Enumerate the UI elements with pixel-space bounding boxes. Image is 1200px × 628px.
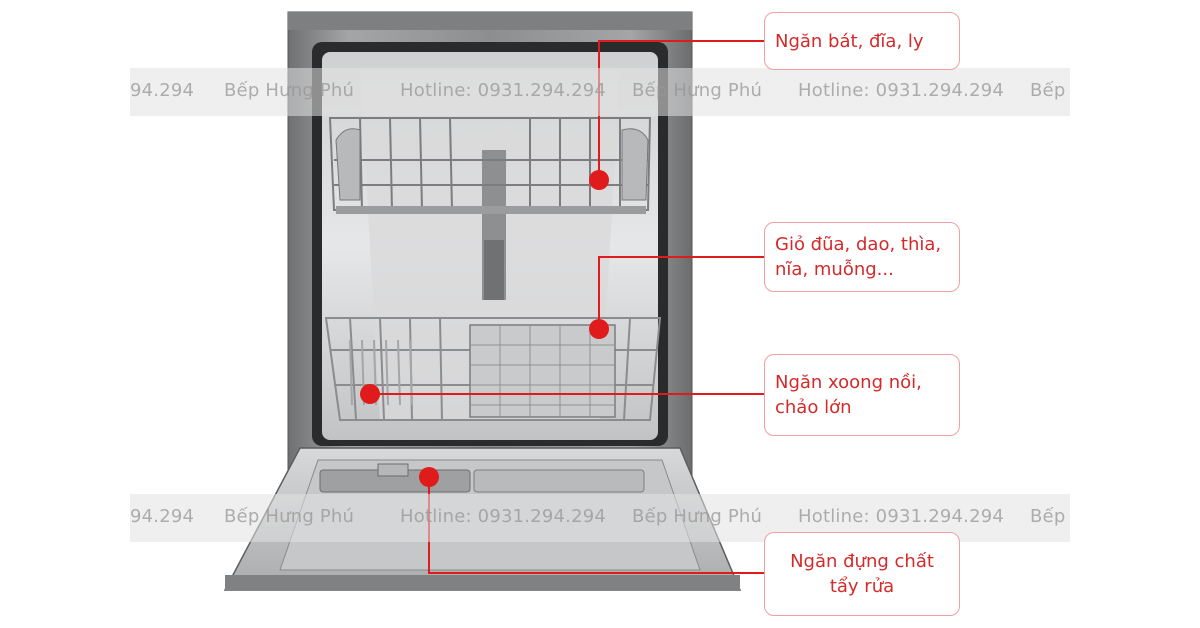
callout-upper-rack-line1: Ngăn bát, đĩa, ly [775, 30, 924, 52]
marker-lower-rack [360, 384, 380, 404]
watermark-brand: Bếp Hưng Phú [632, 80, 763, 101]
upper-rack [328, 117, 652, 211]
watermark-band-top: 94.294 Bếp Hưng Phú Hotline: 0931.294.29… [130, 68, 1070, 116]
watermark-brand-cut: Bếp [1030, 80, 1066, 101]
watermark-hotline: Hotline: 0931.294.294 [798, 506, 1005, 527]
watermark-hotline: Hotline: 0931.294.294 [400, 80, 607, 101]
marker-upper-rack [589, 170, 609, 190]
watermark-brand: Bếp Hưng Phú [632, 506, 763, 527]
callout-lower-rack-line1: Ngăn xoong nồi, [775, 372, 922, 393]
watermark-brand: Bếp Hưng Phú [224, 80, 355, 101]
callout-lower-rack: Ngăn xoong nồi, chảo lớn [764, 354, 960, 436]
callout-lower-rack-line2: chảo lớn [775, 397, 852, 418]
watermark-hotline: Hotline: 0931.294.294 [798, 80, 1005, 101]
callout-detergent: Ngăn đựng chất tẩy rửa [764, 532, 960, 616]
watermark-brand-cut: Bếp [1030, 506, 1066, 527]
callout-detergent-line1: Ngăn đựng chất [790, 551, 934, 572]
cutlery-basket [469, 324, 616, 418]
watermark-brand: Bếp Hưng Phú [224, 506, 355, 527]
callout-detergent-line2: tẩy rửa [829, 576, 895, 597]
watermark-number: 94.294 [130, 506, 195, 527]
callout-cutlery-line2: nĩa, muỗng... [775, 259, 894, 280]
callout-cutlery-line1: Giỏ đũa, dao, thìa, [775, 234, 942, 255]
marker-detergent [419, 467, 439, 487]
marker-cutlery-basket [589, 319, 609, 339]
callout-upper-rack: Ngăn bát, đĩa, ly [764, 12, 960, 70]
watermark-hotline: Hotline: 0931.294.294 [400, 506, 607, 527]
watermark-number: 94.294 [130, 80, 195, 101]
callout-cutlery-basket: Giỏ đũa, dao, thìa, nĩa, muỗng... [764, 222, 960, 292]
